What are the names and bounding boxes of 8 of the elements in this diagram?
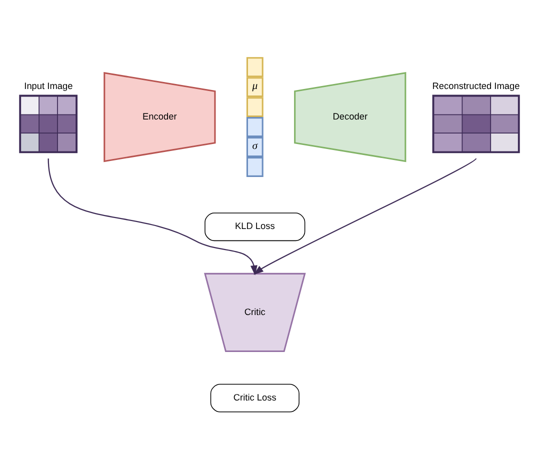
node-box: Decoder <box>294 72 406 162</box>
node-label: Reconstructed Image <box>432 81 520 92</box>
node-box: Encoder <box>104 72 216 162</box>
node-box: KLD Loss <box>204 212 306 242</box>
node-label: Input Image <box>24 81 73 92</box>
node-box: Critic Loss <box>210 384 300 412</box>
arrow <box>48 158 258 276</box>
arrow <box>254 158 476 275</box>
